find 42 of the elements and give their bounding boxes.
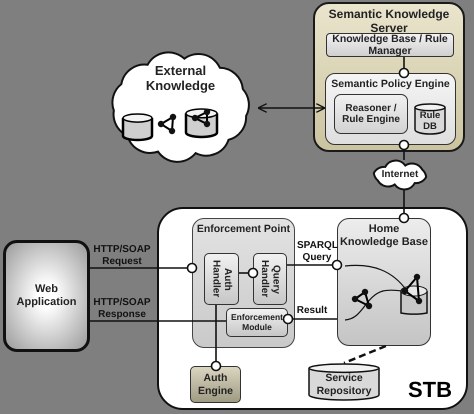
- node-label: Query Handler: [258, 259, 282, 300]
- node-label: Semantic Policy Engine: [331, 78, 450, 90]
- node-label: Internet: [382, 169, 418, 181]
- interface-connector: [287, 260, 342, 270]
- module-box: [226, 308, 288, 337]
- stb-panel: [157, 207, 468, 410]
- node-label: Rule DB: [418, 110, 442, 132]
- application-box: [3, 240, 90, 352]
- edge-label: HTTP/SOAP Response: [92, 297, 152, 320]
- knowledge-base-panel: [337, 218, 431, 346]
- interface-connector: [398, 190, 410, 224]
- interface-connector: [398, 140, 410, 160]
- interface-connector: [282, 314, 337, 324]
- node-label: Auth Engine: [196, 372, 234, 397]
- database-cylinder: [414, 103, 446, 134]
- interface-connector: [239, 268, 258, 278]
- node-label: Knowledge Base / Rule Manager: [331, 32, 449, 58]
- node-label: Enforcement Module: [230, 312, 284, 332]
- interface-connector: [90, 262, 198, 274]
- node-label: Auth Handler: [210, 259, 233, 300]
- node-label: Service Repository: [316, 372, 372, 397]
- connector-line: [90, 320, 226, 322]
- node-label: Web Application: [16, 283, 78, 309]
- enforcement-panel: [192, 218, 295, 348]
- node-label: Semantic Knowledge Server: [328, 8, 450, 35]
- node-label: Home Knowledge Base: [339, 223, 429, 248]
- auth-engine-box: [190, 366, 241, 403]
- handler-box: [204, 253, 239, 305]
- edge-label: Result: [296, 305, 328, 316]
- repository-cylinder: [308, 363, 380, 400]
- engine-panel: [325, 73, 456, 145]
- node-label: Reasoner / Rule Engine: [341, 102, 401, 126]
- edge-label: HTTP/SOAP Request: [92, 244, 152, 267]
- node-label: Enforcement Point: [196, 223, 290, 236]
- node-label: External Knowledge: [144, 64, 216, 94]
- interface-connector: [398, 57, 410, 78]
- interface-connector: [210, 305, 222, 372]
- arrow: [257, 102, 326, 114]
- node-label: STB: [408, 376, 452, 402]
- server-panel: [313, 2, 465, 152]
- handler-box: [253, 253, 287, 305]
- reasoner-box: [334, 94, 408, 134]
